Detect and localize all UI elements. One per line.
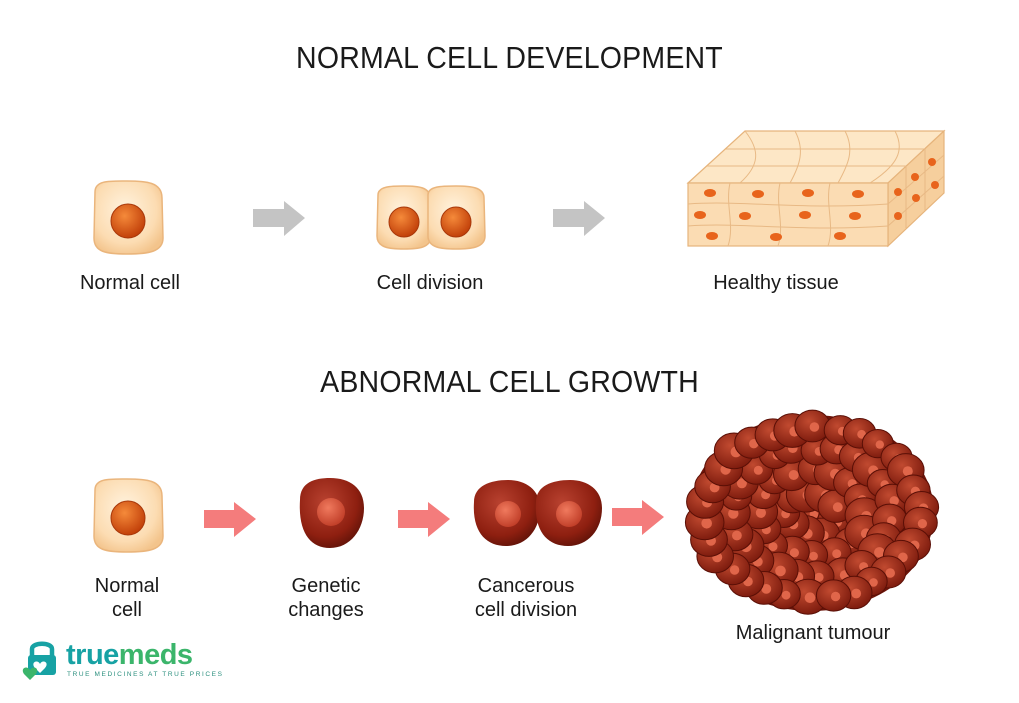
abnormal-growth-title: ABNORMAL CELL GROWTH [320,364,699,399]
label-genetic-changes: Genetic changes [288,575,364,621]
truemeds-logo: truemeds TRUE MEDICINES AT TRUE PRICES [20,638,222,688]
malignant-tumour-image [684,409,940,615]
tumour-nucleus [729,565,740,575]
cancerous-division-image [473,480,602,546]
abnormal-normal-cell-image [93,478,164,553]
tumour-nucleus [728,508,739,519]
tumour-nucleus [814,572,824,582]
tumour-nucleus [898,552,908,563]
tumour-nucleus [768,542,778,552]
tumour-nucleus [736,478,747,489]
tumour-nucleus [732,530,742,541]
tumour-nucleus [789,548,800,558]
tumour-nucleus [809,422,820,432]
lock-heart-icon [22,641,56,680]
arrow-right-icon [204,502,256,537]
tumour-nucleus [832,502,843,513]
tumour-nucleus [781,590,791,600]
label-cell-division: Cell division [376,272,484,294]
normal-development-title: NORMAL CELL DEVELOPMENT [296,40,723,75]
genetic-changes-image [299,478,364,548]
cell-division-image [376,185,486,250]
brand-tagline: TRUE MEDICINES AT TRUE PRICES [67,671,224,678]
label-normal-cell: Normal cell [79,272,181,294]
normal-cell-image [93,180,164,255]
healthy-tissue-image [686,129,946,248]
arrow-right-icon [612,500,664,535]
tumour-nucleus [874,547,885,558]
tumour-nucleus [889,496,899,506]
tumour-nucleus [885,568,895,578]
tumour-nucleus [804,592,816,603]
tumour-nucleus [775,565,786,577]
tumour-nucleus [809,551,818,561]
tumour-nucleus [761,584,772,594]
brand-name: truemeds [66,639,193,671]
label-healthy-tissue: Healthy tissue [713,272,839,294]
tumour-nucleus [869,578,878,587]
tumour-nucleus [851,588,862,599]
tumour-nucleus [875,440,884,449]
label-malignant-tumour: Malignant tumour [735,622,891,644]
tumour-nucleus [917,519,928,529]
tumour-nucleus [902,466,913,477]
arrow-right-icon [553,201,605,236]
tumour-nucleus [830,591,841,602]
tumour-nucleus [788,470,799,480]
tumour-nucleus [755,507,767,518]
tumour-nucleus [832,549,842,559]
tumour-nucleus [753,465,763,475]
tumour-nucleus [701,518,712,529]
arrow-right-icon [398,502,450,537]
label-abnormal-normal-cell: Normal cell [94,575,160,621]
label-cancerous-division: Cancerous cell division [474,575,578,621]
arrow-right-icon [253,201,305,236]
